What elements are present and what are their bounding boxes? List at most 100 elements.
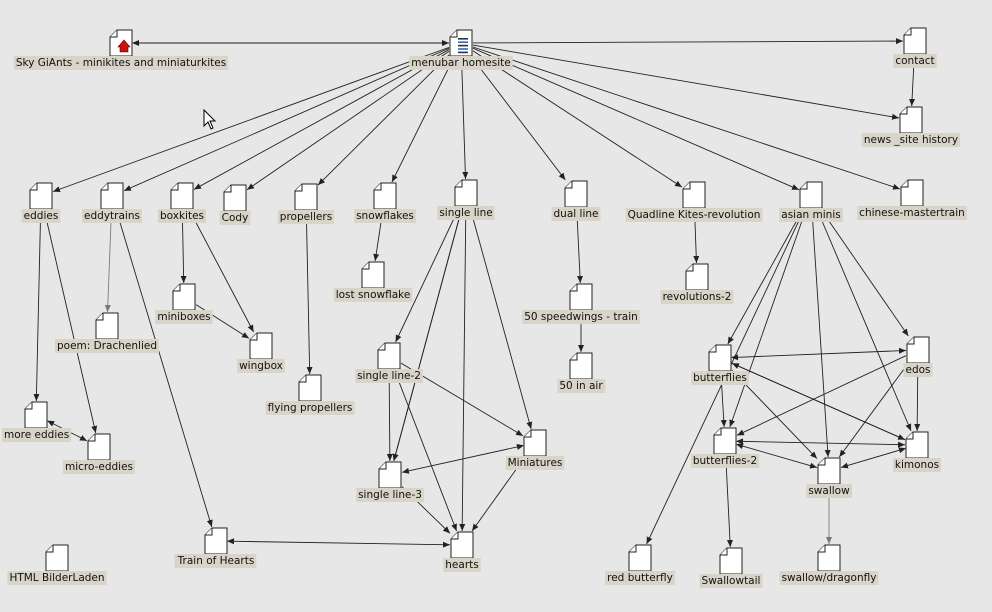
page-icon bbox=[100, 182, 124, 210]
link-arrow-menu-asian bbox=[472, 47, 800, 191]
page-node-label: dual line bbox=[554, 208, 599, 220]
page-icon bbox=[903, 27, 927, 55]
page-node-poem[interactable]: poem: Drachenlied bbox=[55, 312, 159, 353]
page-node-chinese[interactable]: chinese-mastertrain bbox=[857, 179, 967, 220]
page-node-hearts[interactable]: hearts bbox=[443, 531, 481, 572]
page-node-singleline[interactable]: single line bbox=[437, 179, 495, 220]
page-node-wingbox[interactable]: wingbox bbox=[237, 332, 285, 373]
label-background bbox=[7, 571, 107, 585]
page-node-label: Train of Hearts bbox=[177, 555, 255, 567]
page-node-label: contact bbox=[895, 55, 934, 67]
page-icon bbox=[170, 182, 194, 210]
page-node-moreeddies[interactable]: more eddies bbox=[2, 401, 72, 442]
link-arrow-singleline-miniatures bbox=[469, 206, 533, 430]
page-node-label: wingbox bbox=[239, 360, 283, 372]
link-arrow-butterflies2-swallow bbox=[736, 443, 818, 469]
page-icon bbox=[87, 433, 111, 461]
page-node-label: Swallowtail bbox=[702, 575, 761, 587]
page-node-label: boxkites bbox=[160, 210, 204, 222]
page-icon bbox=[817, 544, 841, 572]
page-node-kimonos[interactable]: kimonos bbox=[892, 431, 942, 472]
page-node-asian[interactable]: asian minis bbox=[779, 181, 843, 222]
link-arrow-kimonos-swallow bbox=[840, 447, 906, 469]
label-background bbox=[625, 208, 763, 222]
page-icon bbox=[95, 312, 119, 340]
page-node-speedwings[interactable]: 50 speedwings - train bbox=[522, 283, 640, 324]
label-background bbox=[155, 310, 213, 324]
link-arrow-propellers-flyprop bbox=[305, 210, 313, 375]
label-background bbox=[806, 484, 853, 498]
label-background bbox=[779, 208, 843, 222]
page-node-sl3[interactable]: single line-3 bbox=[356, 461, 424, 502]
page-node-dualline[interactable]: dual line bbox=[551, 180, 601, 221]
page-node-inair[interactable]: 50 in air bbox=[557, 352, 606, 393]
page-node-edos[interactable]: edos bbox=[903, 336, 933, 377]
page-node-label: flying propellers bbox=[268, 402, 353, 414]
page-node-label: 50 speedwings - train bbox=[524, 311, 638, 323]
page-node-label: menubar homesite bbox=[411, 57, 510, 69]
page-node-miniatures[interactable]: Miniatures bbox=[505, 429, 565, 470]
page-icon bbox=[454, 179, 478, 207]
page-icon bbox=[719, 547, 743, 575]
page-node-label: revolutions-2 bbox=[663, 291, 732, 303]
link-arrow-singleline-sl3 bbox=[392, 206, 463, 462]
page-node-label: chinese-mastertrain bbox=[859, 207, 965, 219]
link-arrow-singleline-hearts bbox=[459, 206, 467, 532]
page-icon bbox=[682, 181, 706, 209]
page-node-propellers[interactable]: propellers bbox=[277, 183, 335, 224]
page-node-swallow[interactable]: swallow bbox=[806, 457, 853, 498]
link-arrow-menu-contact bbox=[472, 38, 904, 45]
page-node-boxkites[interactable]: boxkites bbox=[157, 182, 207, 223]
label-background bbox=[551, 207, 601, 221]
page-node-miniboxes[interactable]: miniboxes bbox=[155, 283, 213, 324]
page-node-label: propellers bbox=[280, 211, 332, 223]
page-node-dragonfly[interactable]: swallow/dragonfly bbox=[779, 544, 879, 585]
page-node-butterflies[interactable]: butterflies bbox=[691, 344, 749, 385]
page-node-contact[interactable]: contact bbox=[893, 27, 937, 68]
page-node-butterflies2[interactable]: butterflies-2 bbox=[690, 427, 760, 468]
page-icon bbox=[569, 352, 593, 380]
page-icon bbox=[899, 106, 923, 134]
link-arrow-menu-propellers bbox=[317, 54, 450, 186]
page-node-revolutions[interactable]: revolutions-2 bbox=[660, 263, 734, 304]
page-node-flyprop[interactable]: flying propellers bbox=[265, 374, 355, 415]
page-node-label: poem: Drachenlied bbox=[57, 340, 157, 352]
page-node-trainhearts[interactable]: Train of Hearts bbox=[174, 527, 257, 568]
label-background bbox=[557, 379, 606, 393]
page-node-quadline[interactable]: Quadline Kites-revolution bbox=[625, 181, 763, 222]
page-node-label: eddies bbox=[24, 210, 59, 222]
page-node-cody[interactable]: Cody bbox=[219, 184, 251, 225]
page-icon bbox=[799, 181, 823, 209]
page-node-label: swallow/dragonfly bbox=[782, 572, 877, 584]
page-node-microeddies[interactable]: micro-eddies bbox=[62, 433, 136, 474]
page-node-news[interactable]: news _site history bbox=[861, 106, 961, 147]
page-node-eddies[interactable]: eddies bbox=[21, 182, 61, 223]
page-node-label: Sky GiAnts - minikites and miniaturkites bbox=[16, 57, 226, 69]
link-arrow-asian-edos bbox=[820, 208, 909, 337]
page-node-label: asian minis bbox=[781, 209, 840, 221]
page-node-menu[interactable]: menubar homesite bbox=[409, 29, 513, 70]
label-background bbox=[21, 209, 61, 223]
home-icon bbox=[109, 29, 133, 57]
page-node-sky[interactable]: Sky GiAnts - minikites and miniaturkites bbox=[13, 29, 229, 70]
page-node-sl2[interactable]: single line-2 bbox=[355, 342, 423, 383]
page-icon bbox=[450, 531, 474, 559]
page-icon bbox=[713, 427, 737, 455]
page-node-snowflakes[interactable]: snowflakes bbox=[354, 182, 416, 223]
page-node-label: lost snowflake bbox=[336, 289, 411, 301]
link-arrow-singleline-sl2 bbox=[395, 206, 460, 343]
link-arrow-menu-quadline bbox=[472, 50, 683, 188]
link-arrow-asian-swallow bbox=[811, 208, 831, 458]
label-background bbox=[443, 558, 481, 572]
label-background bbox=[219, 211, 251, 225]
page-node-eddytrains[interactable]: eddytrains bbox=[82, 182, 142, 223]
page-node-redbutterfly[interactable]: red butterfly bbox=[605, 544, 675, 585]
page-icon bbox=[569, 283, 593, 311]
page-node-bilder[interactable]: HTML BilderLaden bbox=[7, 544, 107, 585]
page-node-lostsnow[interactable]: lost snowflake bbox=[333, 261, 413, 302]
link-arrow-eddies-moreeddies bbox=[33, 209, 42, 402]
link-arrow-kimonos-butterflies bbox=[731, 362, 906, 441]
page-node-swallowtail[interactable]: Swallowtail bbox=[699, 547, 763, 588]
